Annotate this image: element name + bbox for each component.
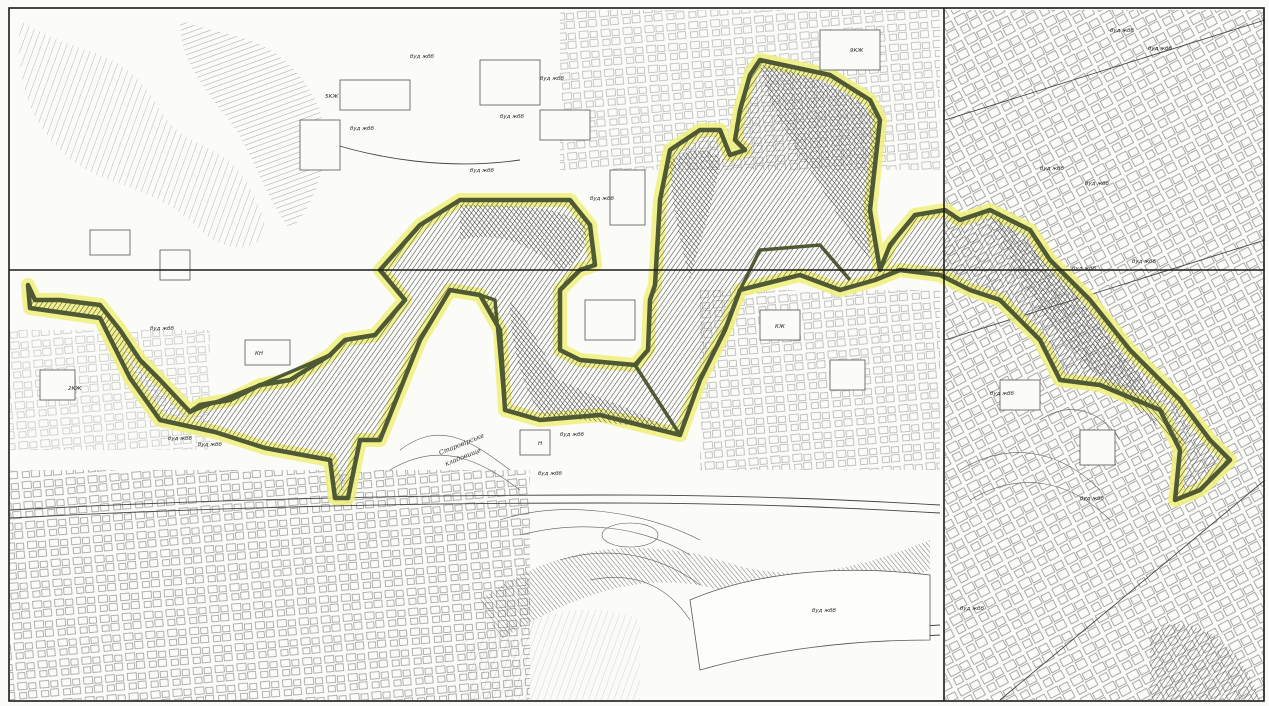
contour-line — [559, 552, 701, 586]
map-label: буд жбб — [470, 168, 495, 174]
map-label: буд жбб — [812, 608, 837, 614]
building — [584, 299, 636, 341]
dense-slope-zone — [510, 300, 670, 430]
map-label: буд жбб — [410, 54, 435, 60]
slope-south — [470, 609, 640, 700]
contour-line — [389, 454, 521, 491]
map-label: буд жбб — [990, 391, 1015, 397]
map-label: буд жбб — [540, 76, 565, 82]
map-label: буд жбб — [500, 114, 525, 120]
map-label: буд жбб — [538, 471, 563, 477]
map-label: буд жбб — [168, 436, 193, 442]
building-code-label: 9КЖ — [850, 48, 864, 54]
building — [299, 119, 341, 171]
map-label: буд жбб — [1148, 46, 1173, 52]
contour-line — [499, 509, 701, 541]
river — [689, 569, 931, 671]
inner-boundary-line — [189, 353, 331, 414]
building — [609, 169, 646, 226]
map-label: буд жбб — [1040, 166, 1065, 172]
contour-line — [589, 577, 691, 621]
building — [539, 109, 591, 141]
slope-north — [180, 20, 325, 230]
map-label: буд жбб — [1085, 181, 1110, 187]
map-label: буд жбб — [1080, 496, 1105, 502]
building — [829, 359, 866, 391]
urban-blocks-center — [700, 290, 940, 470]
map-labels: буд жбб буд жбб буд жбб буд жбб буд жбб … — [68, 28, 1173, 614]
slope-southeast — [1150, 623, 1260, 700]
map-label: буд жбб — [1110, 28, 1135, 34]
map-label: буд жбб — [1072, 266, 1097, 272]
building — [519, 429, 551, 456]
urban-blocks-southwest — [10, 470, 530, 700]
building — [819, 29, 881, 71]
map-label: буд жбб — [560, 432, 585, 438]
inner-boundary-line — [633, 364, 682, 436]
map-label: буд жбб — [960, 606, 985, 612]
building — [999, 379, 1041, 411]
inner-boundaries — [189, 243, 852, 436]
building — [479, 59, 541, 106]
building — [89, 229, 131, 256]
dense-slope-zone — [670, 150, 720, 280]
building-code-label: 5КЖ — [325, 94, 339, 100]
building — [339, 79, 411, 111]
dense-slope-zone — [460, 205, 586, 270]
contour-line — [519, 526, 691, 556]
road-north — [319, 139, 521, 165]
building-code-label: КН — [255, 351, 263, 357]
building — [39, 369, 76, 401]
map-label: буд жбб — [198, 442, 223, 448]
building-code-label: Н — [538, 441, 542, 447]
map-label: буд жбб — [350, 126, 375, 132]
road-east — [999, 479, 1266, 701]
sheet-grid — [8, 7, 1265, 702]
building — [159, 249, 191, 281]
contour-line — [399, 434, 511, 471]
contour-line — [601, 522, 659, 548]
protected-area-slope-fill — [28, 60, 1230, 500]
sheet-frame — [8, 7, 1265, 702]
contour-line — [959, 452, 1101, 491]
dense-slope-zones — [460, 65, 1190, 450]
background-slopes — [19, 20, 1260, 700]
building-code-label: КЖ — [775, 324, 786, 330]
map-label: буд жбб — [590, 196, 615, 202]
road-east — [944, 19, 1266, 121]
building — [244, 339, 291, 366]
contour-line — [969, 482, 1111, 521]
building — [1079, 429, 1116, 466]
dense-slope-zone — [760, 65, 877, 260]
inner-boundary-line — [479, 293, 507, 411]
contour-lines — [389, 409, 1121, 621]
building-code-label: 2КЖ — [68, 386, 82, 392]
map-label: буд жбб — [1132, 259, 1157, 265]
road-main — [9, 502, 941, 519]
map-label: буд жбб — [150, 326, 175, 332]
buildings — [39, 29, 1116, 466]
dense-slope-zone — [990, 215, 1190, 450]
road-main — [9, 494, 941, 511]
slope-northwest — [19, 20, 265, 248]
road-east — [944, 239, 1266, 341]
slope-river-bank — [480, 540, 930, 640]
river-body — [689, 569, 931, 671]
building — [759, 309, 801, 341]
